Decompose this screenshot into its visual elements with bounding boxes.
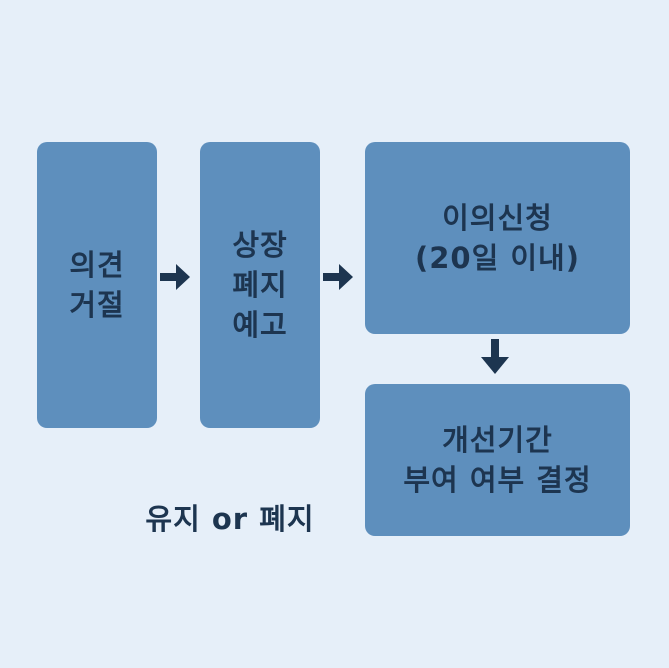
step-opinion-rejection-box: 의견 거절 <box>37 142 157 428</box>
step-improvement-period-box: 개선기간 부여 여부 결정 <box>365 384 630 536</box>
step-improvement-period-line2: 부여 여부 결정 <box>403 463 592 497</box>
step-objection-line2: (20일 이내) <box>414 241 580 275</box>
step-delisting-notice-box: 상장 폐지 예고 <box>200 142 320 428</box>
step-objection-box: 이의신청 (20일 이내) <box>365 142 630 334</box>
step-delisting-notice-line1: 상장 <box>232 227 288 262</box>
step-objection-line1: 이의신청 <box>442 200 553 235</box>
outcome-label: 유지 or 폐지 <box>145 502 315 536</box>
arrow-down-icon <box>481 339 509 374</box>
step-opinion-rejection-line1: 의견 <box>69 247 125 282</box>
step-improvement-period-line1: 개선기간 <box>442 422 553 457</box>
arrow-right-icon <box>323 264 353 290</box>
step-opinion-rejection-line2: 거절 <box>69 288 125 322</box>
step-delisting-notice-line2: 폐지 <box>232 267 288 302</box>
step-delisting-notice-line3: 예고 <box>232 308 288 342</box>
arrow-right-icon <box>160 264 190 290</box>
